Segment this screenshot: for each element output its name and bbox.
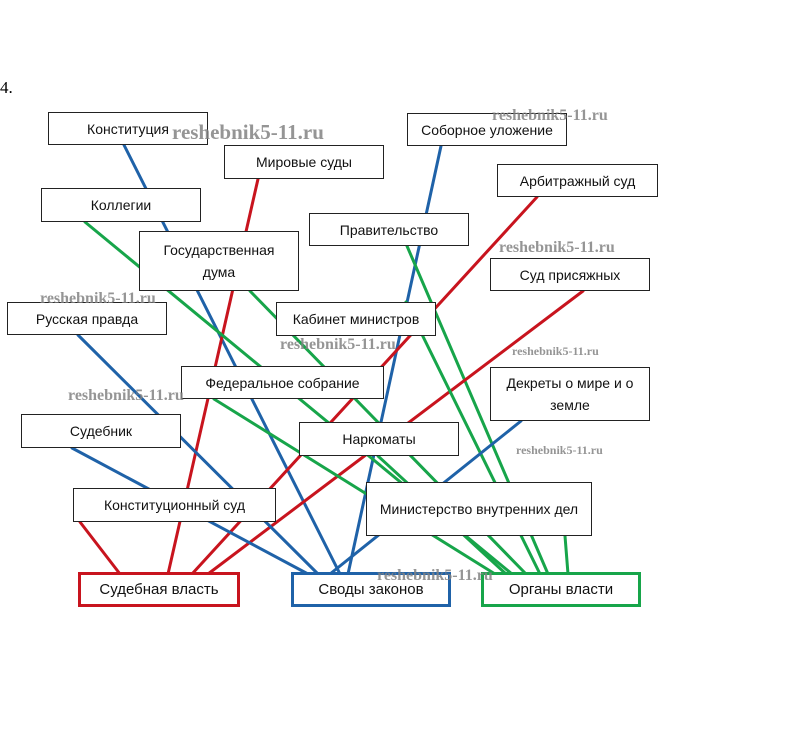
connection-federalnoe-sobranie <box>212 397 497 576</box>
node-konstitucionny-sud: Конституционный суд <box>73 488 276 522</box>
node-sudebnik: Судебник <box>21 414 181 448</box>
connection-russkaya-pravda <box>76 333 320 576</box>
watermark: reshebnik5-11.ru <box>499 239 615 256</box>
node-sobornoe-ulozhenie: Соборное уложение <box>407 113 567 146</box>
category-codes: Своды законов <box>291 572 451 607</box>
node-kabinet-ministrov: Кабинет министров <box>276 302 436 336</box>
watermark: reshebnik5-11.ru <box>172 120 324 144</box>
watermark: reshebnik5-11.ru <box>492 107 608 124</box>
node-sud-prisyazhnyh: Суд присяжных <box>490 258 650 291</box>
watermark: reshebnik5-11.ru <box>516 443 603 457</box>
node-federalnoe-sobranie: Федеральное собрание <box>181 366 384 399</box>
category-authorities: Органы власти <box>481 572 641 607</box>
task-number: 4. <box>0 78 13 97</box>
category-judicial: Судебная власть <box>78 572 240 607</box>
watermark: reshebnik5-11.ru <box>512 344 599 358</box>
connection-konstitucionny-sud <box>78 520 122 576</box>
watermark: reshebnik5-11.ru <box>280 336 396 353</box>
node-arbitrazhny-sud: Арбитражный суд <box>497 164 658 197</box>
node-pravitelstvo: Правительство <box>309 213 469 246</box>
node-kollegii: Коллегии <box>41 188 201 222</box>
node-gos-duma: Государственная дума <box>139 231 299 291</box>
watermark: reshebnik5-11.ru <box>377 567 493 584</box>
watermark: reshebnik5-11.ru <box>68 387 184 404</box>
watermark: reshebnik5-11.ru <box>40 290 156 307</box>
node-mirovye-sudy: Мировые суды <box>224 145 384 179</box>
connection-mvd <box>563 534 570 576</box>
node-mvd: Министерство внутренних дел <box>366 482 592 536</box>
node-russkaya-pravda: Русская правда <box>7 302 167 335</box>
node-konstituciya: Конституция <box>48 112 208 145</box>
node-narkomaty: Наркоматы <box>299 422 459 456</box>
node-dekrety: Декреты о мире и о земле <box>490 367 650 421</box>
